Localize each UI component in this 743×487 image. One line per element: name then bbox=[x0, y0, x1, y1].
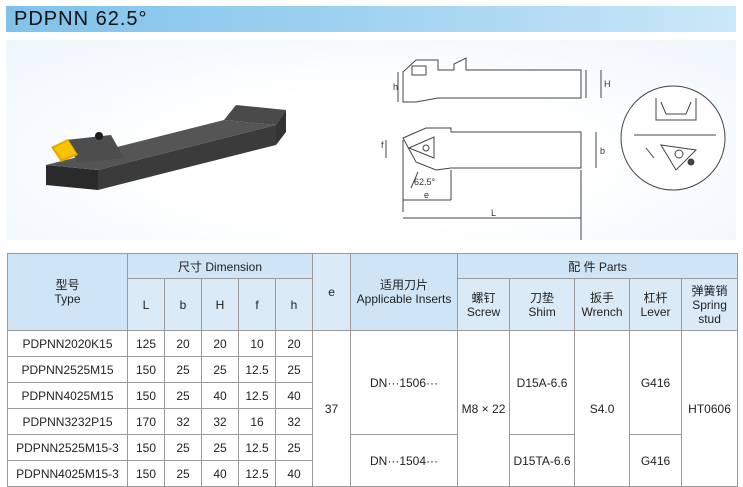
cell-h: 25 bbox=[274, 434, 314, 461]
col-f-header: f bbox=[238, 278, 276, 331]
type-header-cn: 型号 bbox=[55, 278, 80, 292]
table-row: PDPNN3232P15 170 32 32 16 32 bbox=[7, 408, 738, 435]
lever-header: 杠杆 Lever bbox=[629, 278, 683, 331]
cell-insert-a: DN···1506··· bbox=[350, 330, 459, 435]
dim-b-label: b bbox=[600, 146, 605, 156]
cell-f: 12.5 bbox=[238, 434, 276, 461]
spring-stud-header-en: Spring bbox=[692, 297, 727, 312]
cell-f: 12.5 bbox=[238, 356, 276, 383]
spring-stud-header-en2: stud bbox=[698, 311, 721, 326]
cell-H: 25 bbox=[201, 434, 239, 461]
lever-header-cn: 杠杆 bbox=[643, 290, 668, 305]
wrench-header: 扳手 Wrench bbox=[574, 278, 631, 331]
spring-stud-header-cn: 弹簧销 bbox=[691, 283, 728, 298]
cell-b: 25 bbox=[164, 356, 202, 383]
dimension-header: 尺寸 Dimension bbox=[126, 253, 314, 279]
cell-H: 32 bbox=[201, 408, 239, 435]
dim-L-label: L bbox=[491, 208, 496, 218]
col-H-header: H bbox=[201, 278, 239, 331]
cell-wrench: S4.0 bbox=[574, 330, 631, 487]
type-header-en: Type bbox=[54, 292, 81, 306]
cell-b: 20 bbox=[164, 330, 202, 357]
cell-b: 32 bbox=[164, 408, 202, 435]
col-L-header: L bbox=[127, 278, 165, 331]
inserts-header: 适用刀片 Applicable Inserts bbox=[350, 253, 459, 331]
cell-lever-a: G416 bbox=[629, 330, 683, 435]
cell-H: 40 bbox=[201, 382, 239, 409]
tool-holder-render bbox=[46, 105, 286, 190]
screw-header-en: Screw bbox=[466, 304, 501, 319]
side-view-drawing bbox=[397, 57, 602, 103]
cell-h: 20 bbox=[274, 330, 314, 357]
cell-f: 16 bbox=[238, 408, 276, 435]
table-row: PDPNN2525M15-3 150 25 25 12.5 25 DN···15… bbox=[7, 434, 738, 487]
spring-stud-header: 弹簧销 Spring stud bbox=[681, 278, 739, 331]
cell-f: 12.5 bbox=[238, 382, 276, 409]
cell-L: 170 bbox=[127, 408, 165, 435]
shim-header: 刀垫 Shim bbox=[509, 278, 576, 331]
cell-L: 150 bbox=[127, 434, 165, 461]
cell-h: 32 bbox=[274, 408, 314, 435]
shim-header-en: Shim bbox=[528, 304, 556, 319]
cell-b: 25 bbox=[164, 434, 202, 461]
cell-h: 40 bbox=[274, 382, 314, 409]
page-title: PDPNN 62.5° bbox=[14, 8, 148, 30]
detail-circle bbox=[620, 85, 726, 191]
top-view-drawing bbox=[385, 127, 597, 240]
col-e-header: e bbox=[312, 253, 352, 331]
cell-spring-stud: HT0606 bbox=[681, 330, 739, 487]
cell-H: 20 bbox=[201, 330, 239, 357]
inserts-header-cn: 适用刀片 bbox=[380, 278, 429, 292]
cell-lever-b: G416 bbox=[629, 434, 683, 487]
cell-type: PDPNN4025M15 bbox=[7, 382, 128, 409]
shim-header-cn: 刀垫 bbox=[530, 290, 555, 305]
col-h-header: h bbox=[274, 278, 314, 331]
wrench-header-en: Wrench bbox=[581, 304, 623, 319]
cell-type: PDPNN2020K15 bbox=[7, 330, 128, 357]
type-header: 型号 Type bbox=[7, 253, 128, 331]
dim-e-label: e bbox=[424, 190, 429, 200]
wrench-header-cn: 扳手 bbox=[590, 290, 615, 305]
cell-e: 37 bbox=[312, 330, 352, 487]
title-bar: PDPNN 62.5° bbox=[6, 6, 736, 32]
screw-header: 螺钉 Screw bbox=[457, 278, 511, 331]
cell-b: 25 bbox=[164, 382, 202, 409]
cell-type: PDPNN2525M15 bbox=[7, 356, 128, 383]
cell-f: 10 bbox=[238, 330, 276, 357]
dim-H-label: H bbox=[604, 79, 611, 89]
screw-header-cn: 螺钉 bbox=[471, 290, 496, 305]
dim-h-label: h bbox=[393, 82, 398, 92]
cell-H: 25 bbox=[201, 356, 239, 383]
dim-f-label: f bbox=[381, 140, 384, 150]
cell-L: 125 bbox=[127, 330, 165, 357]
inserts-header-en: Applicable Inserts bbox=[356, 292, 452, 306]
table-row: PDPNN2525M15 150 25 25 12.5 25 bbox=[7, 356, 738, 383]
cell-type: PDPNN2525M15-3 bbox=[7, 434, 128, 461]
cell-screw: M8 × 22 bbox=[457, 330, 511, 487]
angle-label: 62.5° bbox=[414, 177, 436, 187]
product-drawing: h H f b 62.5° e L bbox=[46, 57, 726, 240]
parts-header: 配 件 Parts bbox=[457, 253, 739, 279]
cell-L: 150 bbox=[127, 356, 165, 383]
cell-shim-a: D15A-6.6 bbox=[509, 330, 576, 435]
table-row: PDPNN4025M15 150 25 40 12.5 40 bbox=[7, 382, 738, 409]
col-b-header: b bbox=[164, 278, 202, 331]
cell-shim-b: D15TA-6.6 bbox=[509, 434, 576, 487]
product-drawing-area: h H f b 62.5° e L bbox=[6, 40, 736, 240]
spec-table: 型号 Type 尺寸 Dimension e 适用刀片 Applicable I… bbox=[7, 253, 739, 487]
cell-type: PDPNN3232P15 bbox=[7, 408, 128, 435]
cell-insert-b: DN···1504··· bbox=[350, 434, 459, 487]
table-row: PDPNN2020K15 125 20 20 10 20 37 DN···150… bbox=[7, 330, 739, 487]
cell-h: 25 bbox=[274, 356, 314, 383]
lever-header-en: Lever bbox=[640, 304, 671, 319]
cell-L: 150 bbox=[127, 382, 165, 409]
